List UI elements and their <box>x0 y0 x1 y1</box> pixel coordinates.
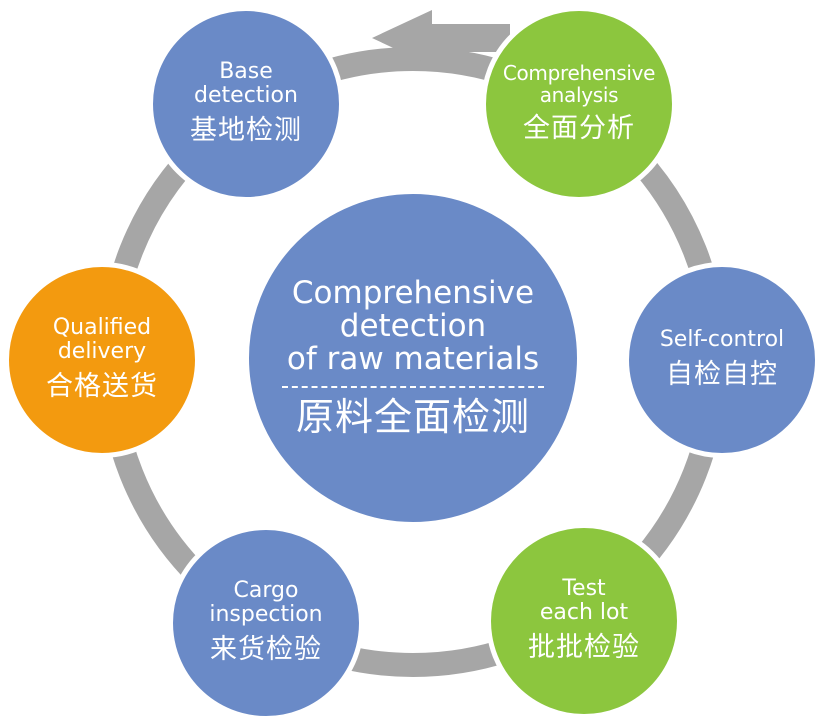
node-cargo-inspection-cn: 来货检验 <box>210 634 322 665</box>
node-comprehensive-analysis: Comprehensive analysis 全面分析 <box>481 6 677 202</box>
node-test-each-lot-en: Test each lot <box>539 576 629 625</box>
node-test-each-lot: Test each lot 批批检验 <box>486 523 682 719</box>
node-base-detection-en: Base detection <box>194 59 298 108</box>
node-self-control: Self-control 自检自控 <box>624 262 820 458</box>
center-divider <box>282 385 544 388</box>
center-node-raw-material-detection: Comprehensive detection of raw materials… <box>245 190 581 526</box>
node-comprehensive-analysis-en: Comprehensive analysis <box>502 61 656 107</box>
center-title-cn: 原料全面检测 <box>295 394 530 439</box>
node-qualified-delivery-en: Qualified delivery <box>52 315 152 364</box>
node-qualified-delivery: Qualified delivery 合格送货 <box>4 262 200 458</box>
node-cargo-inspection: Cargo inspection 来货检验 <box>168 525 364 721</box>
center-title-en: Comprehensive detection of raw materials <box>286 274 540 377</box>
node-test-each-lot-cn: 批批检验 <box>528 632 640 663</box>
node-cargo-inspection-en: Cargo inspection <box>209 578 323 627</box>
node-qualified-delivery-cn: 合格送货 <box>46 371 158 402</box>
node-comprehensive-analysis-cn: 全面分析 <box>523 113 635 144</box>
node-self-control-cn: 自检自控 <box>666 359 778 390</box>
node-base-detection: Base detection 基地检测 <box>148 6 344 202</box>
node-base-detection-cn: 基地检测 <box>190 115 302 146</box>
cycle-arrow-icon <box>372 10 510 66</box>
node-self-control-en: Self-control <box>659 327 785 352</box>
